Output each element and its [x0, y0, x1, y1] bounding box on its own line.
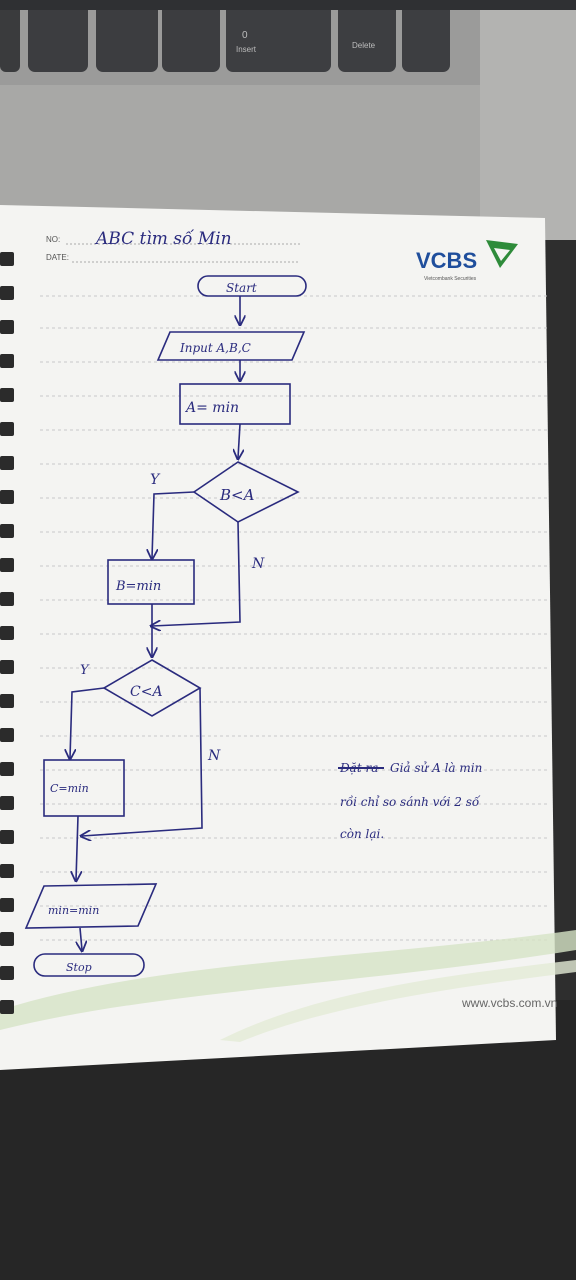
assign-a-box — [179, 383, 291, 425]
output-arrow — [80, 927, 82, 950]
input-label: Input A,B,C — [179, 341, 251, 355]
cond-c-diamond — [102, 659, 202, 717]
cond-b-no-path — [152, 521, 241, 626]
assign-c-box — [43, 759, 125, 817]
cond-c-yes-label: Y — [80, 663, 90, 678]
input-parallelogram — [156, 331, 306, 361]
start-label: Start — [226, 281, 257, 295]
assign-b-box — [107, 559, 195, 605]
vcbs-brand-name: VCBS — [416, 248, 477, 273]
side-note-line1: Giả sử A là min — [390, 761, 482, 775]
output-parallelogram — [24, 883, 158, 929]
keyboard-keys: 0 Insert Delete — [0, 0, 576, 72]
assign-a-label: A= min — [184, 400, 239, 416]
notebook-page — [0, 205, 576, 1070]
key-zero-label: 0 — [242, 30, 248, 41]
cond-b-label: B<A — [219, 486, 255, 504]
stop-label: Stop — [66, 961, 92, 974]
cond-b-no-label: N — [251, 556, 265, 572]
stop-terminal — [33, 953, 145, 977]
spiral-binding — [0, 252, 14, 1014]
flowchart: Start Input A,B,C A= min B<A Y N B=min C… — [24, 275, 307, 977]
handwritten-title: ABC tìm số Min — [94, 229, 232, 249]
side-note-line3: còn lại. — [340, 827, 384, 841]
vcbs-leaf-icon — [486, 240, 518, 268]
vcbs-tagline: Vietcombank Securities — [424, 276, 477, 282]
cond-b-yes-path — [152, 491, 195, 558]
side-note-line2: rồi chỉ so sánh với 2 số — [340, 794, 481, 809]
cond-c-no-path — [82, 687, 203, 836]
output-label: min=min — [48, 904, 99, 917]
no-label: NO: — [46, 235, 60, 244]
assign-c-arrow — [76, 815, 78, 880]
cond-c-no-label: N — [207, 748, 221, 764]
vcbs-website: www.vcbs.com.vn — [461, 996, 557, 1010]
key-delete-label: Delete — [352, 41, 376, 50]
start-terminal — [197, 275, 307, 297]
key-insert-label: Insert — [236, 45, 257, 54]
side-note: Đặt ra Giả sử A là min rồi chỉ so sánh v… — [338, 761, 482, 841]
assign-b-label: B=min — [115, 579, 161, 594]
date-label: DATE: — [46, 253, 69, 262]
cond-c-label: C<A — [130, 684, 163, 700]
vcbs-logo: VCBS Vietcombank Securities — [416, 240, 518, 282]
assign-c-label: C=min — [50, 782, 89, 795]
cond-b-yes-label: Y — [150, 472, 161, 488]
assign-a-arrow — [238, 423, 240, 458]
cond-c-yes-path — [70, 687, 105, 758]
